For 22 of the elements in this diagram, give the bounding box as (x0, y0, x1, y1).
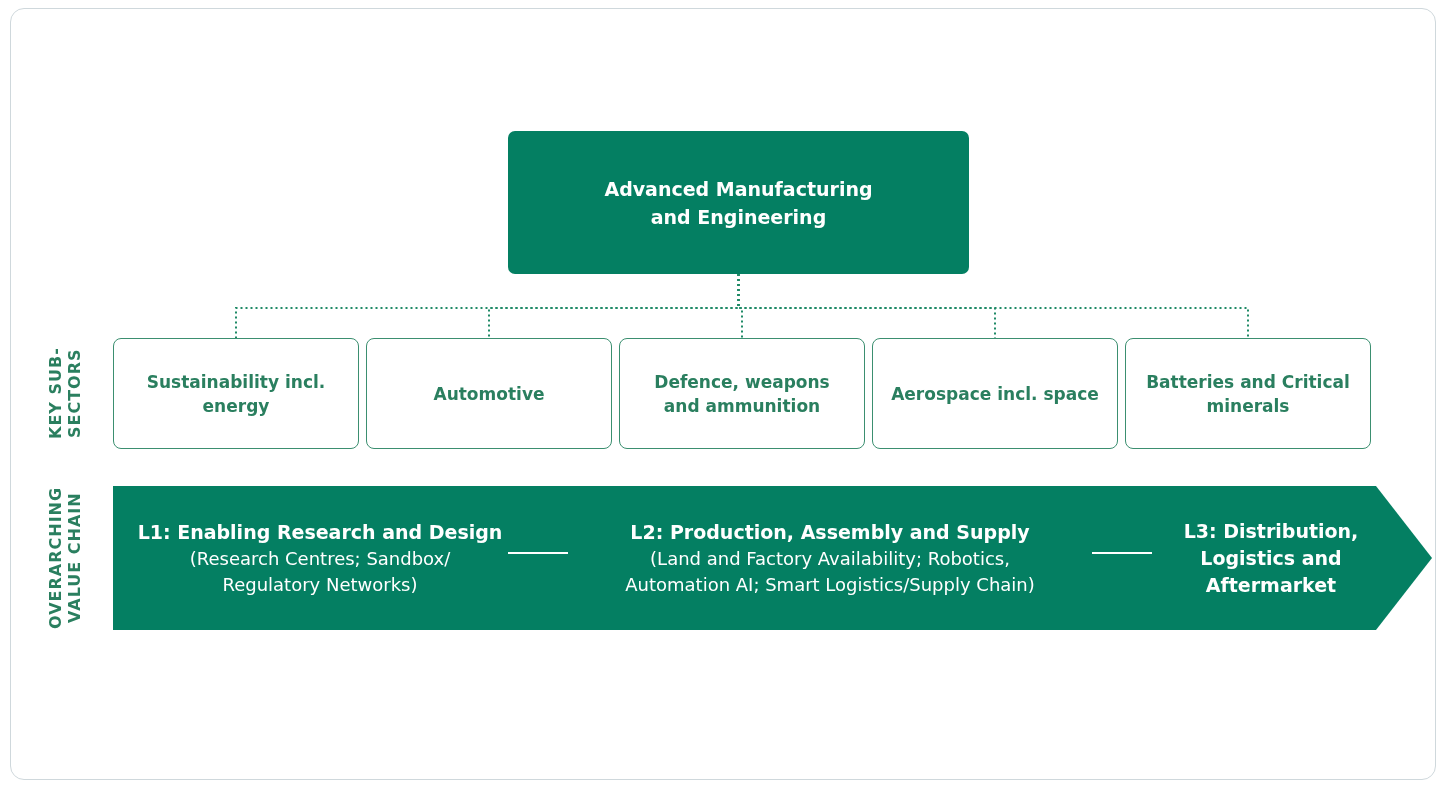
subsector-label: Aerospace incl. space (891, 382, 1099, 406)
stage-description: (Land and Factory Availability; Robotics, Automation AI; Smart Logistics/Supply Chain) (624, 546, 1036, 597)
subsector-label: Batteries and Critical minerals (1145, 370, 1351, 418)
subsector-box (1125, 338, 1371, 449)
stage-description: (Research Centres; Sandbox/ Regulatory Networks) (188, 546, 452, 597)
stage-title: L2: Production, Assembly and Supply (630, 519, 1030, 545)
title-text: Advanced Manufacturing and Engineering (603, 176, 874, 230)
subsector-label: Automotive (433, 382, 545, 406)
stage-title: L3: Distribution, Logistics and Aftermarket (1182, 518, 1360, 598)
subsector-box (872, 338, 1118, 449)
title-box (508, 131, 969, 274)
subsector-box (619, 338, 865, 449)
dotted-connector (737, 273, 1249, 339)
subsector-label: Sustainability incl. energy (145, 370, 327, 418)
subsector-label: Defence, weapons and ammunition (653, 370, 831, 418)
connector-line (1091, 552, 1153, 554)
subsector-box (366, 338, 612, 449)
stage-title: L1: Enabling Research and Design (137, 519, 503, 545)
connector-line (507, 552, 569, 554)
section-label: OVERARCHING VALUE CHAIN (46, 486, 85, 630)
section-label: KEY SUB-SECTORS (46, 346, 85, 442)
subsector-box (113, 338, 359, 449)
